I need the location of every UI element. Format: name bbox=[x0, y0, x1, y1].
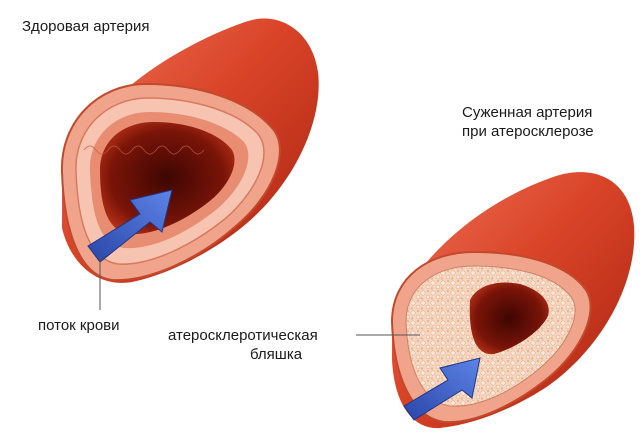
plaque-label: атеросклеротическая бляшка bbox=[168, 326, 318, 364]
narrowed-artery-label: Суженная артерия при атеросклерозе bbox=[462, 103, 594, 141]
narrowed-artery-label-line-1: Суженная артерия bbox=[462, 103, 594, 122]
healthy-artery bbox=[62, 19, 319, 310]
narrowed-artery bbox=[356, 172, 634, 428]
plaque-label-line-2: бляшка bbox=[168, 345, 318, 364]
healthy-artery-label: Здоровая артерия bbox=[22, 17, 150, 36]
blood-flow-label: поток крови bbox=[38, 316, 120, 335]
narrowed-artery-label-line-2: при атеросклерозе bbox=[462, 122, 594, 141]
plaque-label-line-1: атеросклеротическая bbox=[168, 326, 318, 345]
